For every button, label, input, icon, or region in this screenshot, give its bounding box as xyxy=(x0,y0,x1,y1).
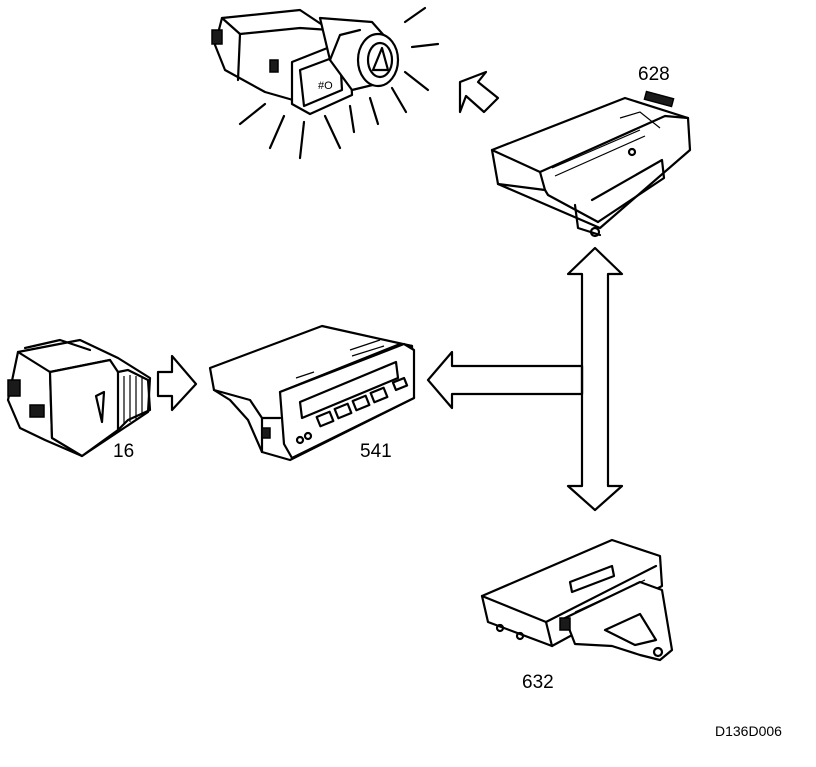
light-rays xyxy=(238,6,440,160)
switch-16 xyxy=(6,338,152,458)
label-628: 628 xyxy=(638,64,670,85)
control-unit-632 xyxy=(480,538,674,662)
warning-triangle-icon xyxy=(94,390,106,424)
fog-light-icon: #O xyxy=(318,80,333,92)
label-632: 632 xyxy=(522,672,554,693)
bus-arrows xyxy=(426,246,624,512)
label-541: 541 xyxy=(360,441,392,462)
control-unit-628 xyxy=(490,90,692,238)
arrow-16-to-541 xyxy=(156,354,198,412)
illuminated-switch-assembly: #O xyxy=(211,6,440,160)
figure-reference: D136D006 xyxy=(715,723,782,739)
display-unit-541 xyxy=(208,324,416,462)
label-16: 16 xyxy=(113,441,135,462)
arrow-to-switch xyxy=(458,70,500,114)
hazard-triangle-icon xyxy=(371,46,390,72)
